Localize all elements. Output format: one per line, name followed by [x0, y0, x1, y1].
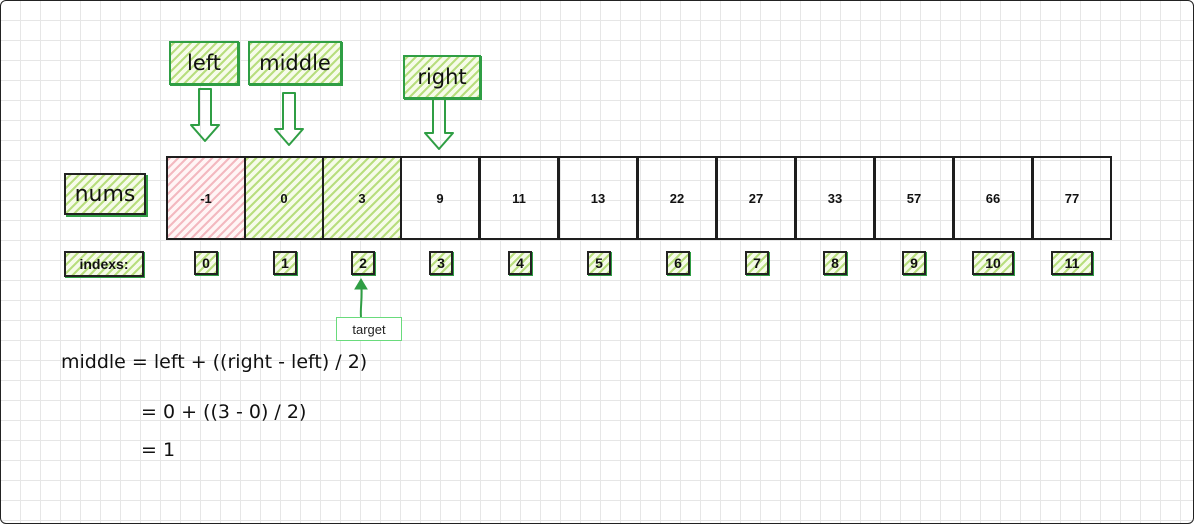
target-label: target	[336, 317, 402, 341]
array-cell: 0	[244, 156, 324, 240]
cell-value: 57	[906, 190, 922, 206]
index-box: 2	[351, 251, 375, 275]
right-down-arrow-icon	[424, 98, 454, 150]
right-label-text: right	[417, 65, 467, 89]
cell-value: 22	[669, 190, 685, 206]
array-cell: 57	[874, 156, 954, 240]
array-cell: 77	[1032, 156, 1112, 240]
left-label-text: left	[186, 51, 221, 75]
array-cell: 27	[716, 156, 796, 240]
index-value: 0	[202, 255, 210, 271]
index-value: 5	[595, 255, 603, 271]
target-arrow-icon	[354, 278, 368, 318]
index-value: 4	[516, 255, 524, 271]
array-cell: 9	[400, 156, 480, 240]
array-cell: 66	[953, 156, 1033, 240]
index-value: 3	[437, 255, 445, 271]
middle-label-text: middle	[259, 51, 331, 75]
pointer-arrows	[190, 88, 454, 150]
index-value: 7	[753, 255, 761, 271]
index-box: 6	[666, 251, 690, 275]
index-box: 4	[508, 251, 532, 275]
cell-value: 11	[512, 190, 526, 206]
cell-value: 0	[280, 190, 288, 206]
formula-line-2: = 0 + ((3 - 0) / 2)	[141, 401, 307, 423]
middle-label: middle	[248, 41, 342, 85]
array-cell: 33	[795, 156, 875, 240]
cell-value: -1	[200, 190, 212, 206]
cell-value: 66	[985, 190, 1001, 206]
index-box: 10	[972, 251, 1014, 275]
cell-value: 77	[1064, 190, 1080, 206]
index-box: 3	[429, 251, 453, 275]
formula-line-1: middle = left + ((right - left) / 2)	[61, 351, 368, 373]
cell-value: 27	[748, 190, 764, 206]
array-cell: 13	[558, 156, 638, 240]
index-value: 10	[985, 255, 1001, 271]
nums-label: nums	[64, 173, 146, 215]
index-value: 11	[1064, 255, 1080, 271]
index-box: 11	[1051, 251, 1093, 275]
cell-value: 9	[436, 190, 444, 206]
left-label: left	[169, 41, 239, 85]
middle-down-arrow-icon	[274, 92, 304, 146]
formula-line-3: = 1	[141, 439, 176, 461]
index-value: 6	[674, 255, 682, 271]
array-cell: 3	[322, 156, 402, 240]
array-cell: 11	[479, 156, 559, 240]
left-down-arrow-icon	[190, 88, 220, 142]
index-value: 1	[281, 255, 289, 271]
array-cell: -1	[166, 156, 246, 240]
cell-value: 13	[590, 190, 606, 206]
index-value: 8	[831, 255, 839, 271]
index-box: 1	[273, 251, 297, 275]
right-label: right	[403, 55, 481, 99]
index-box: 9	[902, 251, 926, 275]
indexs-label-text: indexs:	[79, 256, 129, 272]
array-cell: 22	[637, 156, 717, 240]
index-box: 7	[745, 251, 769, 275]
nums-label-text: nums	[74, 181, 136, 207]
index-box: 5	[587, 251, 611, 275]
cell-value: 33	[827, 190, 843, 206]
cell-value: 3	[358, 190, 366, 206]
index-value: 2	[359, 255, 367, 271]
index-box: 8	[823, 251, 847, 275]
index-box: 0	[194, 251, 218, 275]
index-value: 9	[910, 255, 918, 271]
indexs-label: indexs:	[64, 251, 144, 277]
target-label-text: target	[352, 321, 386, 337]
